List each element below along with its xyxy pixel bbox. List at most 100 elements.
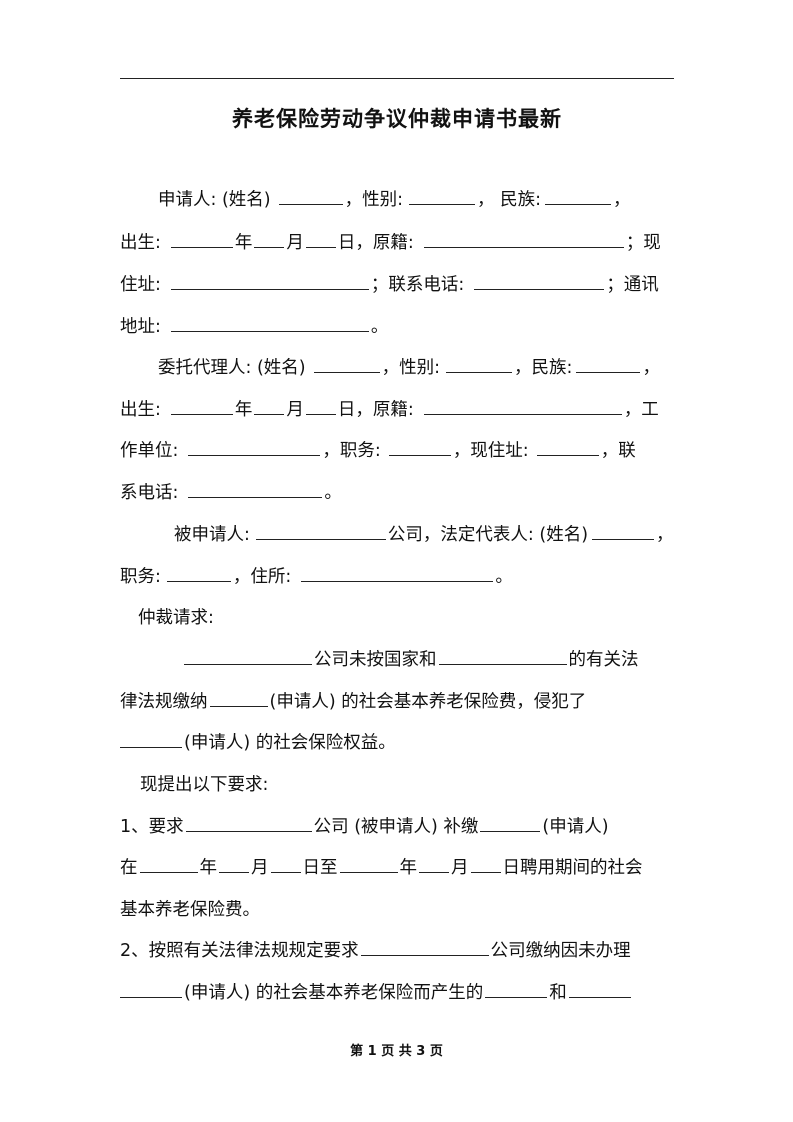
birth-year-field[interactable]: [170, 229, 233, 248]
phone-label: ；联系电话:: [370, 275, 465, 295]
agent-birth-day-field[interactable]: [305, 396, 336, 415]
page-title: 养老保险劳动争议仲裁申请书最新: [232, 107, 562, 131]
workplace-field[interactable]: [188, 437, 321, 456]
agent-work-line: 作单位:，职务:，现住址:，联: [120, 437, 674, 465]
birth-month-field[interactable]: [254, 229, 285, 248]
year-text: 年: [399, 858, 418, 878]
agent-phone-line: 系电话: 。: [120, 479, 674, 507]
demand-2-text: 2、按照有关法律法规规定要求: [120, 941, 359, 961]
comma-text: ，: [613, 190, 631, 210]
start-year-field[interactable]: [139, 854, 198, 873]
residence-field[interactable]: [301, 563, 494, 582]
mailing-address-field[interactable]: [170, 313, 369, 332]
to-text: 日至: [302, 858, 338, 878]
month-text: 月: [286, 233, 304, 253]
comma-text: ，: [656, 525, 674, 545]
birth-label: 出生:: [120, 400, 161, 420]
line-end-text: ；通讯: [606, 275, 659, 295]
claim-text-5: (申请人) 的社会保险权益。: [184, 733, 396, 753]
respondent-position-line: 职务:，住所:。: [120, 563, 674, 591]
demand-1-text-2: 公司 (被申请人) 补缴: [313, 817, 479, 837]
company-field[interactable]: [360, 937, 489, 956]
applicant-field[interactable]: [120, 979, 182, 998]
applicant-line: 申请人: (姓名)，性别:， 民族:，: [120, 186, 674, 214]
claims-heading-text: 仲裁请求:: [138, 608, 214, 628]
agent-name-field[interactable]: [313, 354, 380, 373]
agent-origin-field[interactable]: [423, 396, 622, 415]
agent-birth-month-field[interactable]: [254, 396, 285, 415]
loss-field-1[interactable]: [485, 979, 548, 998]
claim-para-line-1: 公司未按国家和 的有关法: [120, 646, 674, 674]
workplace-label: 作单位:: [120, 441, 179, 461]
company-field[interactable]: [184, 646, 312, 665]
end-month-field[interactable]: [419, 854, 449, 873]
ethnicity-label: ，民族:: [514, 358, 573, 378]
demands-heading-text: 现提出以下要求:: [140, 775, 269, 795]
mailing-address-label: 地址:: [120, 317, 161, 337]
respondent-company-field[interactable]: [255, 521, 386, 540]
claim-text-4: (申请人) 的社会基本养老保险费，侵犯了: [269, 692, 587, 712]
end-year-field[interactable]: [339, 854, 398, 873]
comma-text: ，: [642, 358, 660, 378]
agent-birth-line: 出生:年月日，原籍:，工: [120, 396, 674, 424]
current-address-label: ，现住址:: [452, 441, 529, 461]
demand-1-line-3: 基本养老保险费。: [120, 896, 674, 924]
year-text: 年: [234, 400, 253, 420]
company-field[interactable]: [185, 813, 312, 832]
claim-text-2: 的有关法: [568, 650, 639, 670]
end-day-field[interactable]: [470, 854, 501, 873]
region-field[interactable]: [438, 646, 567, 665]
claim-para-line-3: (申请人) 的社会保险权益。: [120, 729, 674, 757]
origin-label: 日，原籍:: [337, 233, 414, 253]
respondent-position-field[interactable]: [166, 563, 231, 582]
start-day-field[interactable]: [270, 854, 301, 873]
demand-2-text-3: (申请人) 的社会基本养老保险而产生的: [184, 983, 484, 1003]
applicant-name-field[interactable]: [278, 186, 343, 205]
period-text: 。: [370, 317, 389, 337]
respondent-line: 被申请人:公司，法定代表人: (姓名)，: [120, 521, 674, 549]
demand-2-line-2: (申请人) 的社会基本养老保险而产生的 和: [120, 979, 674, 1007]
month-text: 月: [451, 858, 469, 878]
year-text: 年: [199, 858, 218, 878]
origin-field[interactable]: [423, 229, 624, 248]
agent-current-address-field[interactable]: [536, 437, 599, 456]
demands-heading: 现提出以下要求:: [120, 771, 674, 799]
agent-phone-field[interactable]: [188, 479, 323, 498]
birth-day-field[interactable]: [305, 229, 336, 248]
agent-birth-year-field[interactable]: [170, 396, 233, 415]
agent-gender-field[interactable]: [446, 354, 513, 373]
position-label: ，职务:: [322, 441, 381, 461]
demand-1-line-1: 1、要求公司 (被申请人) 补缴(申请人): [120, 813, 674, 841]
mailing-address-line: 地址: 。: [120, 313, 674, 341]
gender-label: ，性别:: [344, 190, 404, 210]
agent-ethnicity-field[interactable]: [576, 354, 641, 373]
demand-2-line-1: 2、按照有关法律法规规定要求公司缴纳因未办理: [120, 937, 674, 965]
position-field[interactable]: [388, 437, 451, 456]
year-text: 年: [234, 233, 253, 253]
legal-rep-name-field[interactable]: [592, 521, 655, 540]
demand-1-text: 1、要求: [120, 817, 184, 837]
applicant-address-line: 住址:；联系电话:；通讯: [120, 271, 674, 299]
claims-heading: 仲裁请求:: [120, 604, 674, 632]
start-month-field[interactable]: [219, 854, 249, 873]
applicant-gender-field[interactable]: [409, 186, 476, 205]
period-text: 。: [495, 567, 513, 587]
claim-text-1: 公司未按国家和: [314, 650, 437, 670]
loss-field-2[interactable]: [568, 979, 631, 998]
applicant-field[interactable]: [209, 688, 268, 707]
and-text: 和: [549, 983, 567, 1003]
pension-fee-text: 基本养老保险费。: [120, 900, 260, 920]
applicant-ethnicity-field[interactable]: [545, 186, 611, 205]
respondent-label: 被申请人:: [174, 525, 250, 545]
applicant-field[interactable]: [120, 729, 182, 748]
birth-label: 出生:: [120, 233, 161, 253]
period-text: 。: [324, 483, 342, 503]
address-field[interactable]: [170, 271, 369, 290]
agent-phone-label: 系电话:: [120, 483, 179, 503]
from-text: 在: [120, 858, 138, 878]
phone-field[interactable]: [474, 271, 605, 290]
ethnicity-label: ， 民族:: [477, 190, 541, 210]
demand-1-line-2: 在年月日至年月日聘用期间的社会: [120, 854, 674, 882]
header-rule: [120, 78, 674, 79]
applicant-field[interactable]: [480, 813, 541, 832]
